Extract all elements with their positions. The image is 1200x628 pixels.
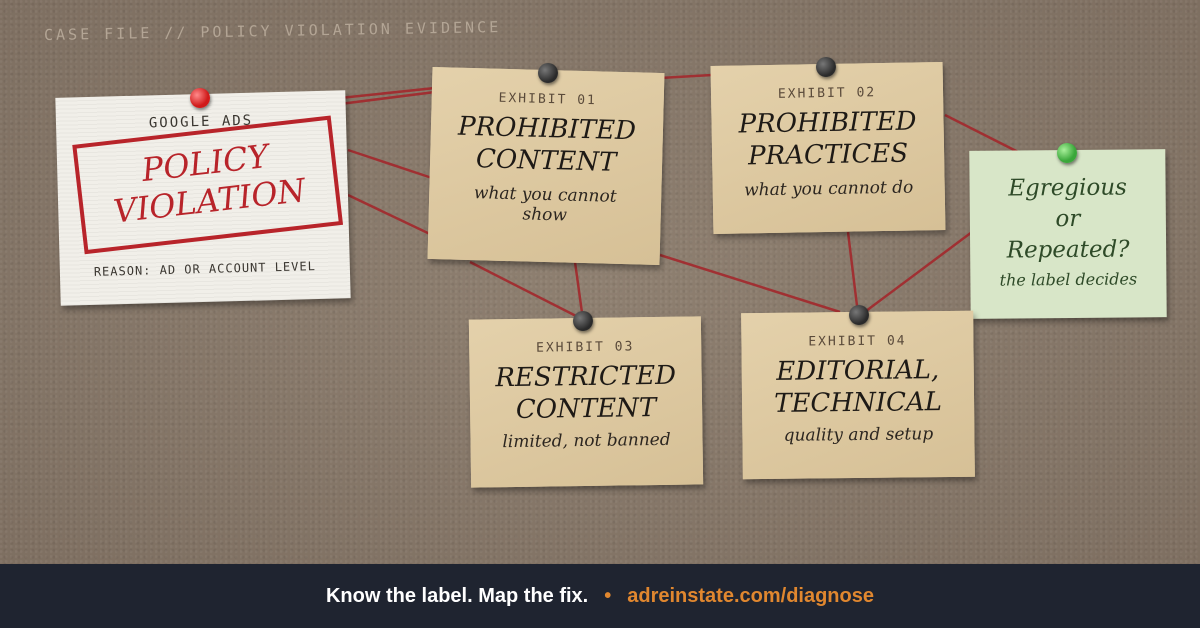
string-main-ex1-c — [347, 148, 433, 180]
exhibit-01-label: EXHIBIT 01 — [498, 90, 598, 109]
exhibit-04-label: EXHIBIT 04 — [808, 333, 907, 350]
footer-tagline: Know the label. Map the fix. — [325, 584, 589, 607]
green-line-3: Repeated? — [1006, 236, 1130, 264]
green-line-2: or — [1055, 205, 1081, 233]
exhibit-01-card: EXHIBIT 01 PROHIBITED CONTENT what you c… — [427, 66, 665, 266]
green-line-1: Egregious — [1008, 174, 1128, 202]
string-ex2-ex4 — [846, 231, 860, 315]
exhibit-04-title-2: TECHNICAL — [773, 387, 943, 419]
exhibit-03-sub-1: limited, not banned — [502, 429, 671, 453]
footer-url-link[interactable]: adreinstate.com/diagnose — [627, 584, 874, 607]
string-main-ex1-a — [339, 86, 436, 100]
black-pin-icon — [849, 305, 869, 325]
exhibit-02-label: EXHIBIT 02 — [777, 85, 877, 102]
exhibit-04-title-1: EDITORIAL, — [776, 355, 940, 387]
string-main-ex1-b — [339, 90, 436, 106]
exhibit-03-title-2: CONTENT — [515, 393, 657, 425]
exhibit-01-title-1: PROHIBITED — [457, 111, 637, 147]
exhibit-03-label: EXHIBIT 03 — [535, 339, 635, 356]
string-ex1-ex2 — [659, 73, 713, 80]
exhibit-02-title-2: PRACTICES — [747, 138, 909, 172]
black-pin-icon — [538, 63, 558, 83]
policy-violation-card: GOOGLE ADS POLICY VIOLATION REASON: AD O… — [55, 90, 351, 306]
egregious-or-repeated-card: Egregious or Repeated? the label decides — [969, 149, 1167, 319]
footer-separator: • — [604, 584, 612, 607]
exhibit-02-title-1: PROHIBITED — [738, 106, 917, 140]
reason-label: REASON: AD OR ACCOUNT LEVEL — [93, 259, 317, 279]
exhibit-03-title-1: RESTRICTED — [495, 360, 677, 394]
footer-bar: Know the label. Map the fix. • adreinsta… — [0, 564, 1200, 628]
exhibit-02-sub-1: what you cannot do — [743, 177, 914, 201]
exhibit-04-sub-1: quality and setup — [783, 424, 934, 446]
black-pin-icon — [573, 311, 593, 331]
red-pin-icon — [190, 88, 210, 108]
string-green-ex4 — [861, 230, 973, 316]
cork-board: CASE FILE // POLICY VIOLATION EVIDENCE G… — [0, 0, 1200, 564]
string-ex1-ex3 — [573, 261, 585, 321]
exhibit-01-title-2: CONTENT — [475, 144, 617, 178]
string-ex1-ex3-b — [469, 260, 581, 320]
black-pin-icon — [816, 57, 836, 77]
policy-violation-stamp: POLICY VIOLATION — [72, 115, 344, 255]
string-ex1-ex4 — [659, 253, 841, 314]
string-main-ex3 — [347, 193, 433, 237]
exhibit-04-card: EXHIBIT 04 EDITORIAL, TECHNICAL quality … — [741, 310, 975, 480]
green-pin-icon — [1057, 143, 1077, 163]
exhibit-03-card: EXHIBIT 03 RESTRICTED CONTENT limited, n… — [468, 316, 704, 488]
green-sub: the label decides — [999, 269, 1138, 290]
exhibit-02-card: EXHIBIT 02 PROHIBITED PRACTICES what you… — [710, 61, 946, 235]
